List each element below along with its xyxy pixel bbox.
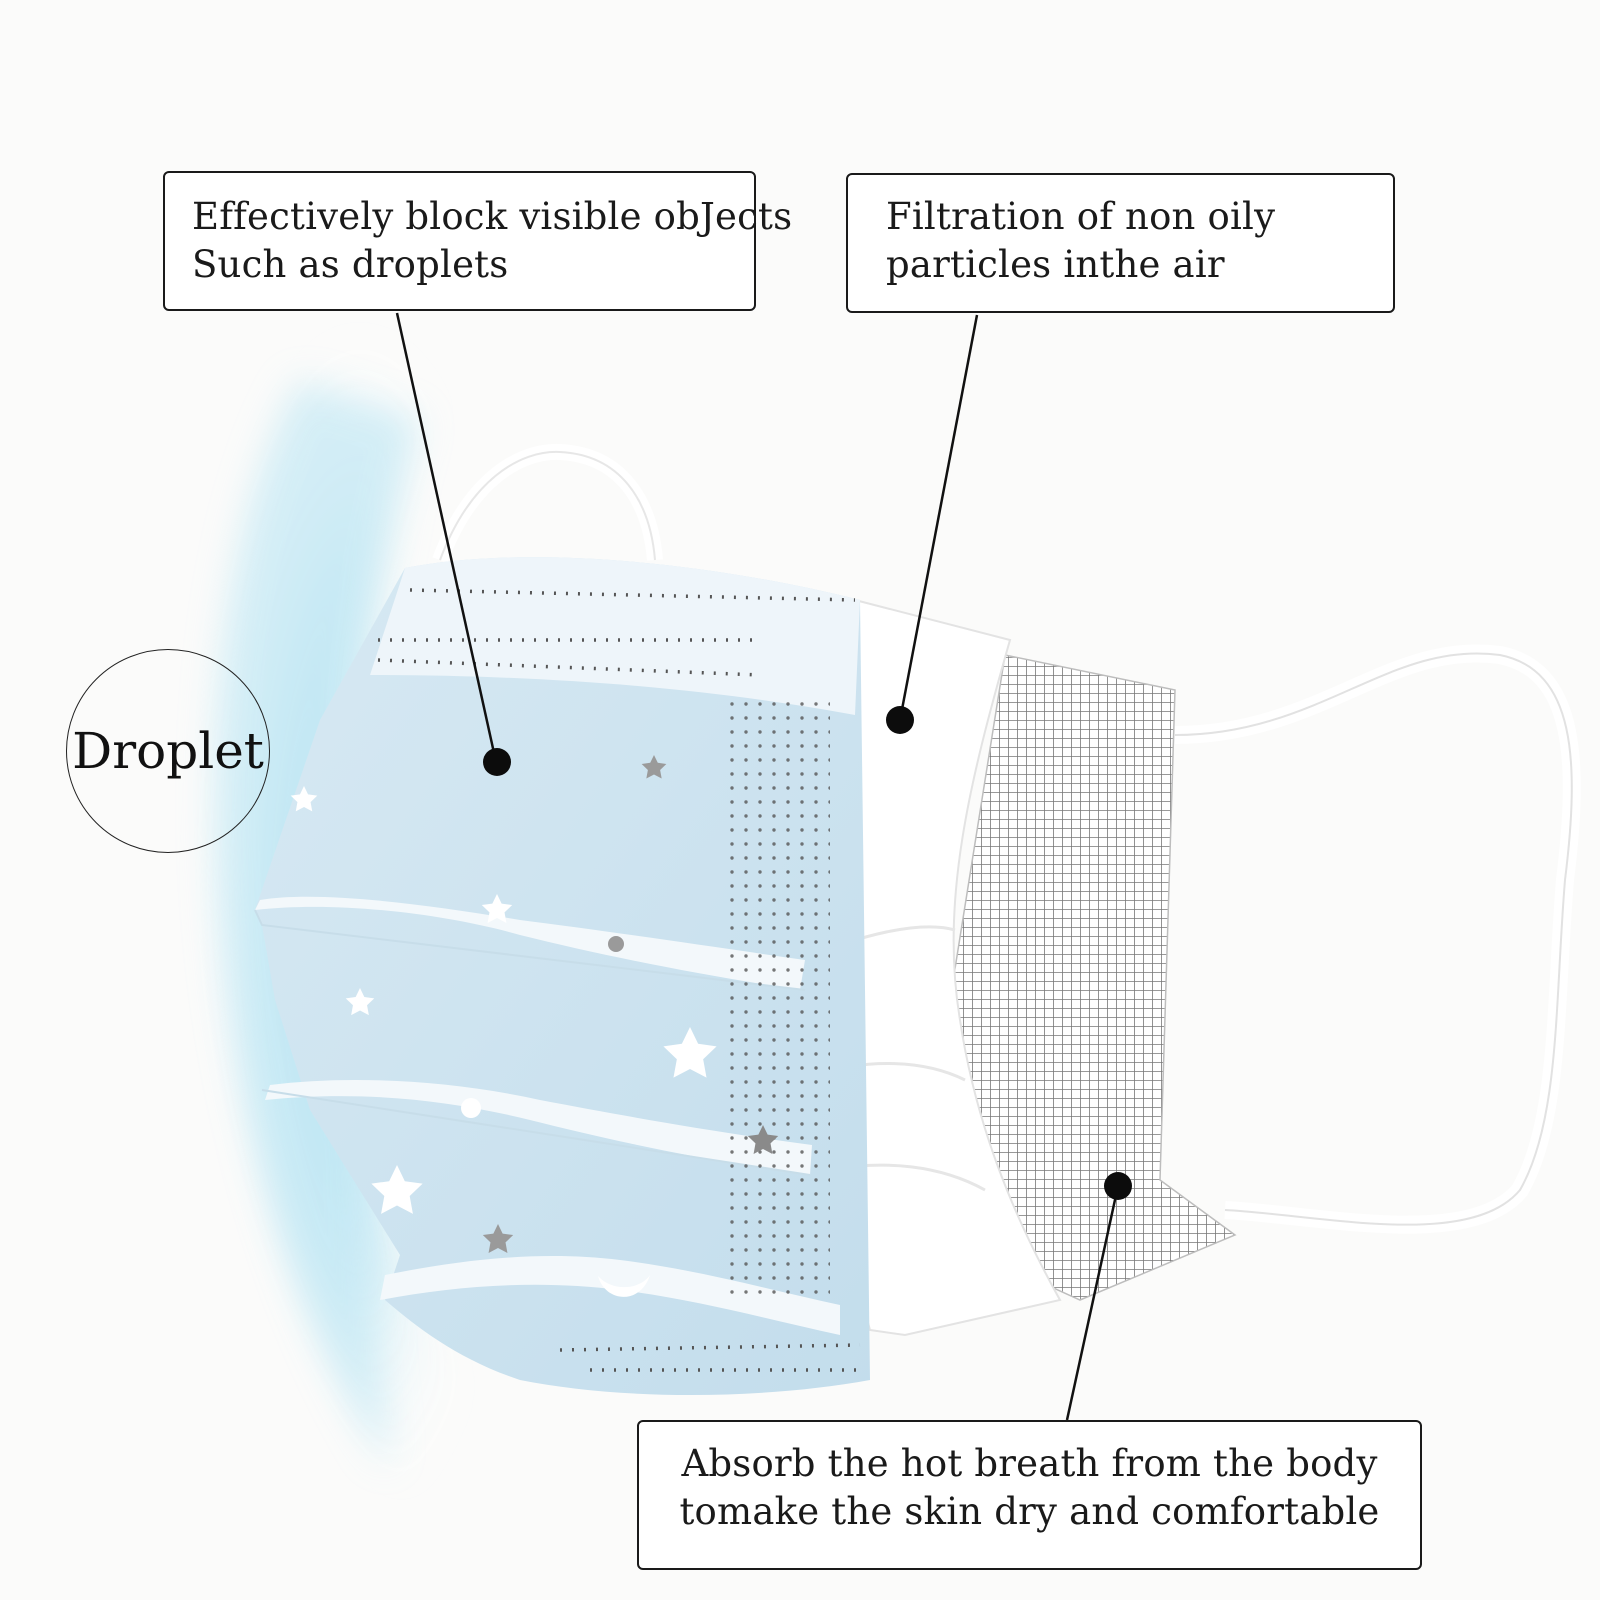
star-icon xyxy=(481,894,513,923)
callout-text-line: Effectively block visible obJects xyxy=(192,195,793,238)
callout-text-line: Such as droplets xyxy=(192,243,509,286)
callout-text-line: particles inthe air xyxy=(886,243,1225,286)
pointer-dot-middle-layer xyxy=(886,706,914,734)
star-icon xyxy=(747,1125,779,1154)
droplet-label: Droplet xyxy=(66,649,270,853)
ear-loop-left xyxy=(432,443,663,563)
callout-middle-layer: Filtration of non oily particles inthe a… xyxy=(846,173,1395,313)
callout-inner-layer: Absorb the hot breath from the body toma… xyxy=(637,1420,1422,1570)
pointer-dot-outer-layer xyxy=(483,748,511,776)
leader-line-3 xyxy=(1065,1185,1120,1421)
star-icon xyxy=(663,1027,717,1078)
star-icon xyxy=(482,1224,514,1253)
callout-text-line: Filtration of non oily xyxy=(886,195,1276,238)
callout-outer-layer: Effectively block visible obJects Such a… xyxy=(163,171,793,311)
star-icon xyxy=(345,988,375,1016)
moon-icon xyxy=(598,1275,650,1297)
star-icon xyxy=(371,1165,423,1214)
leader-line-2 xyxy=(898,314,979,721)
star-icon xyxy=(641,755,667,779)
callout-text-line: Absorb the hot breath from the body xyxy=(681,1442,1378,1485)
star-icon xyxy=(290,786,318,812)
leader-line-1 xyxy=(395,312,498,763)
ear-loop-right xyxy=(1174,644,1581,1234)
callout-text-line: tomake the skin dry and comfortable xyxy=(679,1490,1380,1533)
pointer-dot-inner-layer xyxy=(1104,1172,1132,1200)
